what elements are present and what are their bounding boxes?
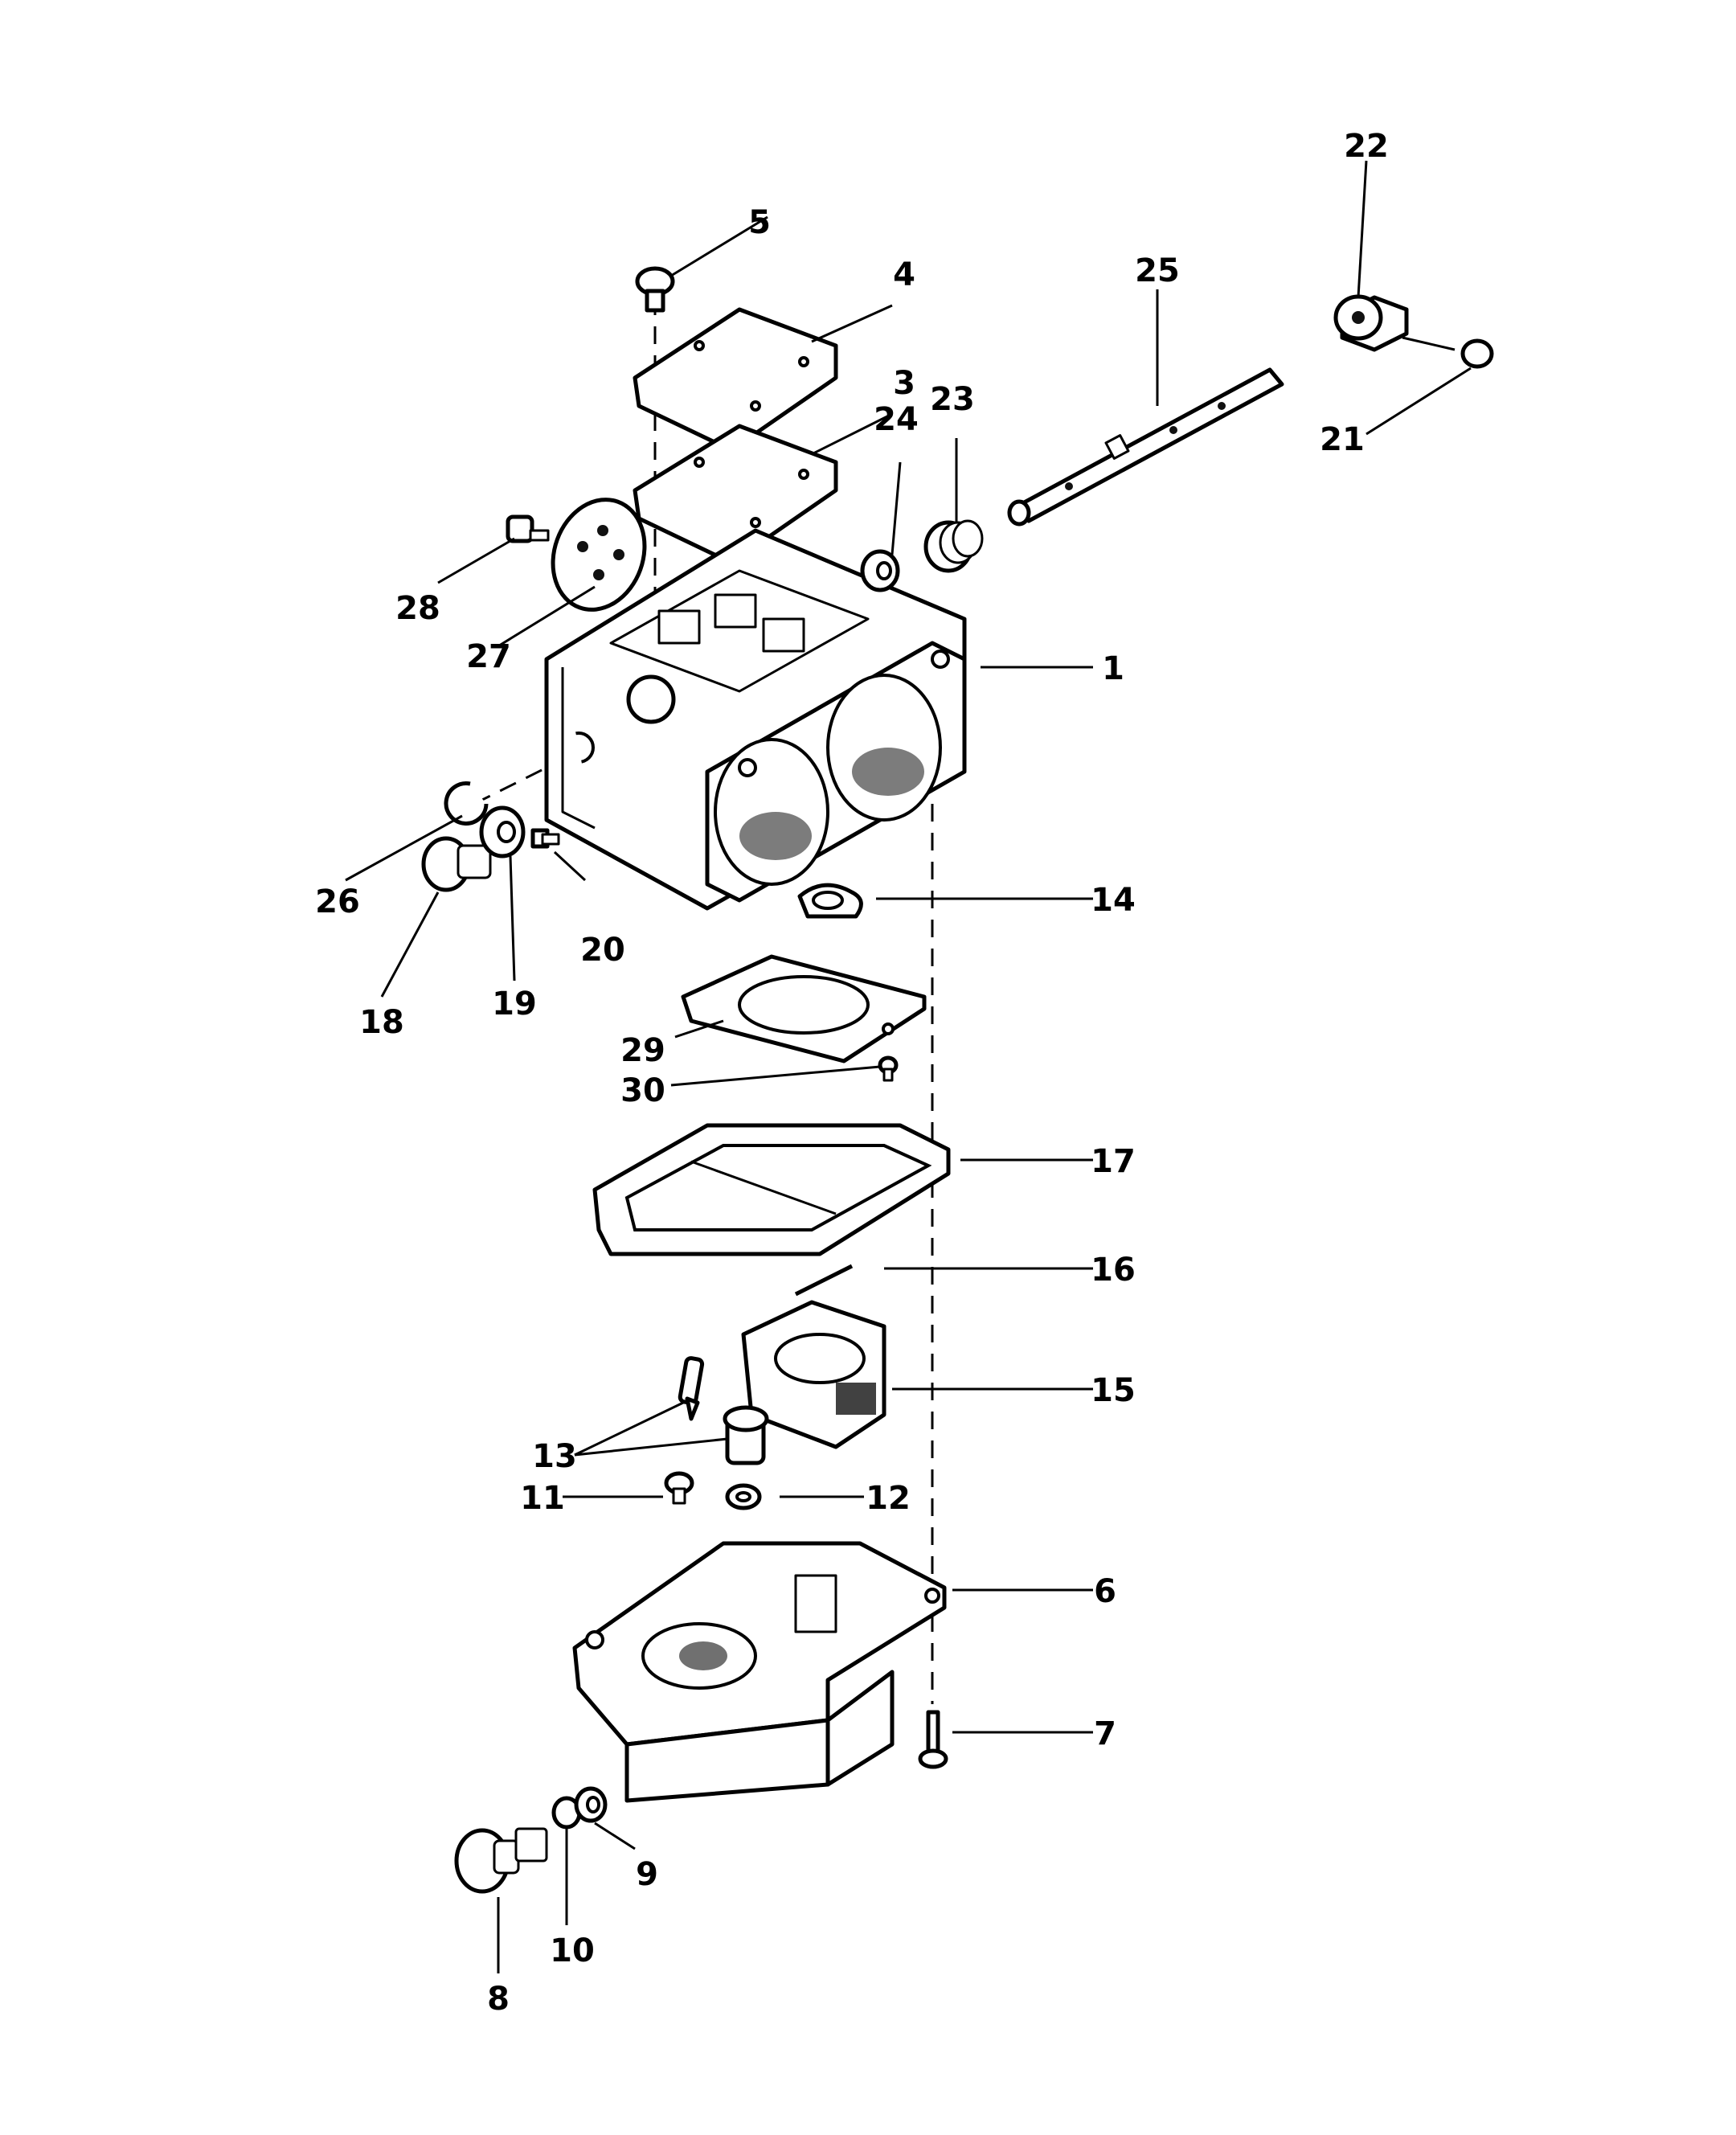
callout-14: 14 [1091, 882, 1136, 919]
part-15-float [741, 1300, 886, 1449]
callout-28: 28 [395, 590, 440, 627]
callout-5: 5 [748, 204, 771, 241]
part-1-carburetor-body [544, 528, 967, 911]
callout-labels: 5 4 3 24 23 25 22 21 28 27 1 26 20 14 18… [315, 128, 1389, 2018]
callout-13: 13 [532, 1438, 577, 1475]
part-28-screw [506, 514, 550, 543]
callout-1: 1 [1102, 650, 1124, 687]
callout-7: 7 [1094, 1715, 1116, 1752]
part-29-plate-gasket [681, 954, 927, 1063]
part-30-small-screw [878, 1055, 899, 1082]
part-21-screw [1402, 336, 1494, 369]
part-24-washer [860, 549, 900, 592]
callout-23: 23 [930, 381, 975, 418]
part-17-bowl-gasket [592, 1123, 951, 1256]
callout-22: 22 [1344, 128, 1389, 165]
callout-9: 9 [636, 1856, 658, 1893]
part-5-screw [635, 266, 675, 313]
callout-30: 30 [620, 1072, 665, 1109]
part-11-screw [664, 1471, 694, 1505]
part-25-shaft [1007, 367, 1284, 527]
callout-29: 29 [620, 1032, 665, 1069]
callout-11: 11 [520, 1480, 565, 1517]
part-20-screw [530, 828, 560, 849]
callout-4: 4 [893, 256, 915, 293]
part-13-needle-seat [678, 1356, 769, 1465]
callout-12: 12 [866, 1480, 911, 1517]
part-9-o-ring [574, 1786, 608, 1823]
callout-20: 20 [580, 932, 625, 969]
callout-27: 27 [466, 638, 511, 675]
callout-15: 15 [1091, 1372, 1136, 1409]
part-26-clip [444, 781, 489, 826]
callout-17: 17 [1091, 1143, 1136, 1180]
callout-16: 16 [1091, 1252, 1136, 1289]
callout-24: 24 [874, 401, 919, 438]
callout-10: 10 [550, 1932, 595, 1969]
part-18-plug [421, 836, 492, 892]
callout-19: 19 [492, 986, 537, 1022]
part-8-plug [454, 1827, 548, 1894]
callout-8: 8 [487, 1981, 510, 2018]
part-6-float-bowl [572, 1541, 947, 1803]
callout-26: 26 [315, 883, 360, 920]
part-19-washer [479, 805, 526, 859]
callout-6: 6 [1094, 1573, 1116, 1610]
part-12-washer [725, 1483, 762, 1510]
part-27-disc [551, 498, 647, 612]
part-22-lever-block [1333, 294, 1409, 352]
callout-21: 21 [1320, 421, 1365, 458]
part-4-cover-plate [633, 307, 838, 453]
leader-lines [345, 160, 1472, 1973]
part-7-screw [918, 1710, 948, 1769]
part-23-spring [923, 519, 984, 573]
part-16-pin [794, 1264, 854, 1297]
callout-18: 18 [359, 1004, 404, 1041]
part-14-ring [797, 883, 863, 919]
callout-25: 25 [1135, 252, 1180, 289]
callout-3: 3 [893, 365, 915, 402]
